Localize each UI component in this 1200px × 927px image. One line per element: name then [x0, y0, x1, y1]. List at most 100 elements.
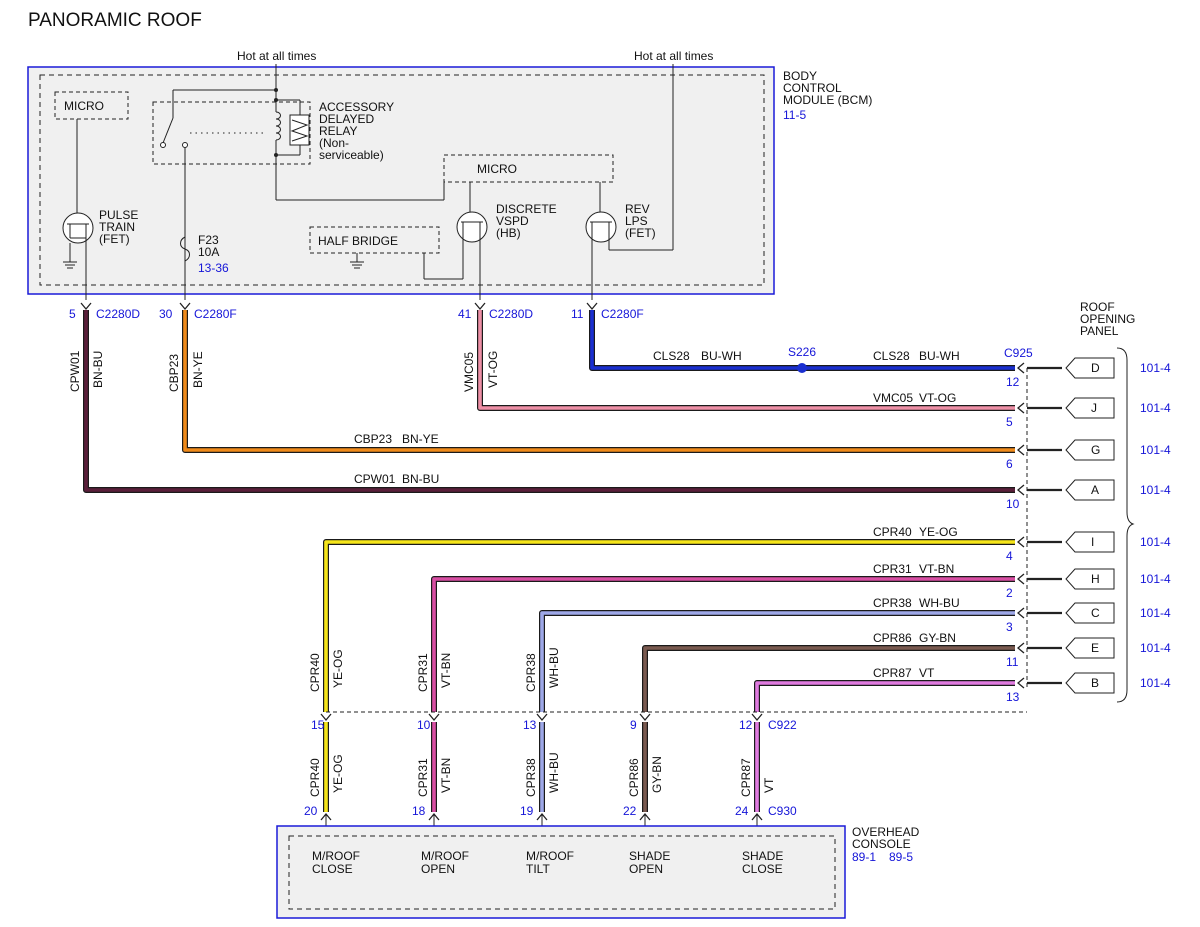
wire-circuit-label: CPR38	[524, 653, 538, 692]
wire-color-label: VT-BN	[919, 562, 954, 576]
panel-pin-number: 13	[1006, 690, 1020, 704]
wire-cbp23[interactable]	[183, 310, 1015, 452]
wire-circuit-label: CPR87	[739, 758, 753, 797]
bcm-pin-number: 30	[159, 307, 173, 321]
wire-circuit-label: CBP23	[167, 354, 181, 392]
page-title: PANORAMIC ROOF	[28, 10, 202, 31]
splice-s226[interactable]	[797, 363, 807, 373]
hot-at-all-times-label-2: Hot at all times	[634, 49, 713, 63]
bcm-pin-5: 5 C2280D	[69, 302, 140, 321]
wire-vmc05[interactable]	[478, 310, 1015, 410]
c922-pin-number: 10	[417, 718, 431, 732]
wire-color-label: BU-WH	[919, 349, 960, 363]
wire-cpr40[interactable]	[324, 540, 1015, 712]
c930-label[interactable]: C930	[768, 804, 797, 818]
wire-cpw01[interactable]	[84, 310, 1015, 492]
wire-color-label: WH-BU	[919, 596, 960, 610]
wire-circuit-label: CPR31	[416, 758, 430, 797]
c930-pin-number: 24	[735, 804, 749, 818]
panel-pin-ref[interactable]: 101-4	[1140, 483, 1171, 497]
wire-circuit-label: CLS28	[653, 349, 690, 363]
panel-pin-ref[interactable]: 101-4	[1140, 535, 1171, 549]
bcm-pin-connector[interactable]: C2280F	[194, 307, 237, 321]
wire-cpr38-outline	[539, 610, 1015, 712]
panel-pin-ref[interactable]: 101-4	[1140, 572, 1171, 586]
panel-pin-I: I 4 101-4	[1006, 531, 1171, 563]
half-bridge-box	[309, 226, 440, 254]
wire-circuit-label: VMC05	[873, 391, 913, 405]
c922-pin-number: 13	[523, 718, 537, 732]
pulse-train-fet	[62, 212, 94, 269]
panel-pin-ref[interactable]: 101-4	[1140, 606, 1171, 620]
bcm-pin-connector[interactable]: C2280F	[601, 307, 644, 321]
c922-pin	[536, 713, 548, 722]
fuse-ref[interactable]: 13-36	[198, 261, 229, 275]
panel-pin-ref[interactable]: 101-4	[1140, 443, 1171, 457]
bcm-pin-41: 41 C2280D	[458, 302, 533, 321]
wire-cpr86[interactable]	[643, 646, 1015, 712]
wire-color-label: YE-OG	[331, 649, 345, 688]
bcm-pin-connector[interactable]: C2280D	[96, 307, 140, 321]
wire-circuit-label: CPR86	[873, 631, 912, 645]
wire-cpr38[interactable]	[540, 611, 1015, 712]
wire-cls28[interactable]	[590, 310, 1015, 370]
console-ref-1[interactable]: 89-1	[852, 850, 876, 864]
panel-pin-ref[interactable]: 101-4	[1140, 361, 1171, 375]
wire-color-label: VT-BN	[439, 653, 453, 688]
wire-color-label: BU-WH	[701, 349, 742, 363]
wire-cpr87-outline	[754, 680, 1015, 712]
c922-pin-number: 15	[311, 718, 325, 732]
rev-lps-fet	[585, 211, 617, 243]
micro-center-box	[443, 154, 614, 183]
panel-pin-letter: B	[1091, 676, 1099, 690]
wire-circuit-label: CPR38	[524, 758, 538, 797]
c922-pin	[428, 713, 440, 722]
panel-pin-number: 5	[1006, 415, 1013, 429]
panel-pin-ref[interactable]: 101-4	[1140, 641, 1171, 655]
bcm-pin-number: 5	[69, 307, 76, 321]
panel-pin-number: 6	[1006, 457, 1013, 471]
panel-pin-letter: I	[1091, 535, 1094, 549]
wire-circuit-label: CPR31	[873, 562, 912, 576]
wire-color-label: BN-BU	[91, 351, 105, 388]
half-bridge-label: HALF BRIDGE	[318, 234, 398, 248]
console-ref-2[interactable]: 89-5	[889, 850, 913, 864]
wire-color-label: WH-BU	[547, 752, 561, 793]
panel-pin-letter: A	[1091, 483, 1099, 497]
panel-pin-letter: G	[1091, 443, 1100, 457]
panel-pin-letter: H	[1091, 572, 1100, 586]
bcm-pin-number: 11	[571, 307, 584, 321]
vspd-fet	[456, 211, 488, 243]
c922-pin-number: 9	[630, 718, 637, 732]
c922-pin	[751, 713, 763, 722]
wire-cpr87[interactable]	[755, 681, 1015, 712]
wire-circuit-label: VMC05	[462, 352, 476, 392]
wire-color-label: VT	[762, 777, 776, 793]
panel-pin-ref[interactable]: 101-4	[1140, 676, 1171, 690]
c922-pin-number: 12	[739, 718, 753, 732]
splice-label[interactable]: S226	[788, 345, 816, 359]
bcm-ref[interactable]: 11-5	[783, 108, 806, 122]
wire-circuit-label: CBP23	[354, 432, 392, 446]
wire-circuit-label: CPR86	[627, 758, 641, 797]
bcm-pin-11: 11 C2280F	[571, 302, 644, 321]
roof-panel-brace	[1116, 347, 1135, 703]
panel-pin-ref[interactable]: 101-4	[1140, 401, 1171, 415]
panel-pin-number: 4	[1006, 549, 1013, 563]
wire-cbp23-outline	[182, 310, 1015, 453]
micro-center-label: MICRO	[477, 162, 517, 176]
c925-label[interactable]: C925	[1004, 346, 1033, 360]
wire-cpr31[interactable]	[432, 577, 1015, 712]
bcm-pin-connector[interactable]: C2280D	[489, 307, 533, 321]
c922-label[interactable]: C922	[768, 718, 797, 732]
